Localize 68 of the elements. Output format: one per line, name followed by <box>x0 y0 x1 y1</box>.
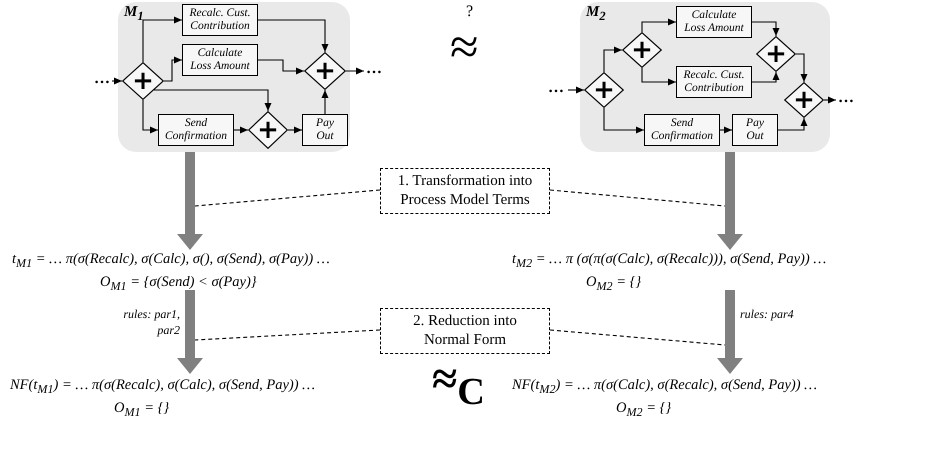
step-box: 2. Reduction into Normal Form <box>380 308 550 354</box>
arrow <box>258 59 304 74</box>
model-label: M$_{2}$ <box>586 4 606 24</box>
task-box: Calculate Loss Amount <box>676 6 752 38</box>
gateway-diamond: + <box>584 72 624 108</box>
gateway-diamond: + <box>248 111 288 149</box>
transformation-arrow <box>177 290 203 374</box>
leader-line <box>194 329 380 341</box>
task-box: Recalc. Cust. Contribution <box>182 4 258 36</box>
task-box: Calculate Loss Amount <box>182 44 258 76</box>
arrow <box>142 100 158 134</box>
arrow <box>322 90 328 114</box>
step-box: 1. Transformation into Process Model Terms <box>380 168 550 214</box>
arrow <box>568 86 584 94</box>
arrow <box>154 89 272 111</box>
gateway-diamond: + <box>756 36 796 72</box>
formula: NF(t$_{M2}$) = … π(σ(Calc), σ(Recalc), σ(Send, Pay)) … <box>512 376 818 398</box>
approx-symbol: ≈$_{C}$ <box>432 356 485 412</box>
gateway-diamond: + <box>784 82 824 118</box>
question-mark: ? <box>466 4 474 20</box>
arrow <box>258 19 328 52</box>
formula: O$_{M2}$ = {} <box>616 398 672 421</box>
arrow <box>603 46 622 72</box>
process-model-panel <box>580 2 830 152</box>
transformation-arrow <box>717 290 743 374</box>
ellipsis: … <box>548 79 564 97</box>
formula: t$_{M1}$ = … π(σ(Recalc), σ(Calc), σ(), σ(Send), σ(Pay)) … <box>12 250 330 272</box>
ellipsis: … <box>838 89 854 107</box>
arrow <box>142 16 182 62</box>
gateway-diamond: + <box>304 52 346 90</box>
arrow <box>752 72 780 83</box>
edge-label: rules: par4 <box>740 306 795 322</box>
arrow <box>824 96 836 104</box>
gateway-diamond: + <box>122 62 164 100</box>
approx-symbol: ≈ <box>450 22 479 74</box>
leader-line <box>194 189 380 207</box>
formula: O$_{M1}$ = {σ(Send) < σ(Pay)} <box>100 272 257 295</box>
task-box: Pay Out <box>732 114 778 146</box>
leader-line <box>550 329 726 346</box>
task-box: Send Confirmation <box>158 114 234 146</box>
formula: O$_{M1}$ = {} <box>114 398 170 421</box>
arrow <box>603 108 644 134</box>
leader-line <box>550 189 726 207</box>
arrow <box>234 126 248 134</box>
arrow <box>641 18 676 32</box>
arrow <box>796 53 808 82</box>
arrow <box>288 126 302 134</box>
process-model-panel <box>118 2 350 152</box>
arrow <box>778 118 808 131</box>
arrow <box>752 21 780 36</box>
transformation-arrow <box>177 152 203 250</box>
arrow <box>112 78 122 84</box>
arrow <box>720 126 732 134</box>
task-box: Recalc. Cust. Contribution <box>676 66 752 98</box>
formula: O$_{M2}$ = {} <box>586 272 642 295</box>
transformation-arrow <box>717 152 743 250</box>
arrow <box>346 68 364 74</box>
task-box: Pay Out <box>302 114 348 146</box>
formula: NF(t$_{M1}$) = … π(σ(Recalc), σ(Calc), σ(Send, Pay)) … <box>10 376 316 398</box>
edge-label: rules: par1, par2 <box>122 306 180 338</box>
ellipsis: … <box>94 70 110 88</box>
arrow <box>164 56 182 82</box>
ellipsis: … <box>366 60 382 78</box>
arrow <box>641 68 676 86</box>
formula: t$_{M2}$ = … π (σ(π(σ(Calc), σ(Recalc))), σ(Send, Pay)) … <box>512 250 826 272</box>
model-label: M$_{1}$ <box>124 4 144 24</box>
task-box: Send Confirmation <box>644 114 720 146</box>
gateway-diamond: + <box>622 32 662 68</box>
